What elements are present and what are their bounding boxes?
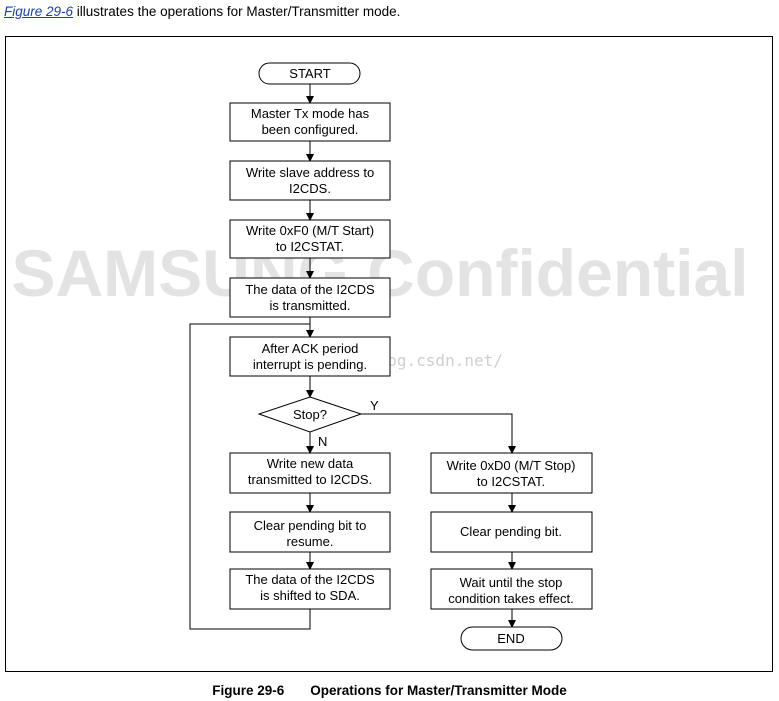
svg-text:Clear pending bit.: Clear pending bit.	[460, 524, 562, 539]
step-text-line: is transmitted.	[270, 298, 351, 313]
step-text-line: transmitted to I2CDS.	[248, 472, 372, 487]
step-write-stop: Write 0xD0 (M/T Stop)to I2CSTAT.	[430, 452, 593, 494]
decision-stop: Stop?	[257, 396, 363, 433]
figure-frame	[5, 36, 773, 672]
step-clear-pending: Clear pending bit.	[430, 511, 593, 553]
step-text-line: The data of the I2CDS	[245, 572, 375, 587]
connector-lines	[189, 84, 516, 630]
step-text-line: After ACK period	[262, 341, 359, 356]
step-text-line: Clear pending bit.	[460, 524, 562, 539]
svg-text:Write 0xF0 (M/T Start)to I2CST: Write 0xF0 (M/T Start)to I2CSTAT.	[246, 223, 374, 254]
step-text-line: I2CDS.	[289, 181, 331, 196]
step-text-line: been configured.	[262, 122, 359, 137]
yes-label: Y	[370, 398, 379, 413]
step-text-line: Wait until the stop	[460, 575, 563, 590]
end-label: END	[497, 631, 524, 646]
no-label: N	[318, 434, 327, 449]
step-text-line: Write 0xD0 (M/T Stop)	[447, 458, 576, 473]
step-text-line: Write slave address to	[246, 165, 374, 180]
figure-reference-link[interactable]: Figure 29-6	[4, 4, 74, 19]
step-text-line: The data of the I2CDS	[245, 282, 375, 297]
decision-label: Stop?	[293, 407, 327, 422]
step-write-start: Write 0xF0 (M/T Start)to I2CSTAT.	[229, 219, 391, 259]
end-terminal: END	[460, 626, 563, 651]
start-label: START	[289, 66, 330, 81]
svg-text:Write 0xD0 (M/T Stop)to I2CSTA: Write 0xD0 (M/T Stop)to I2CSTAT.	[447, 458, 576, 489]
intro-sentence: Figure 29-6 illustrates the operations f…	[4, 4, 400, 20]
step-text-line: Clear pending bit to	[254, 518, 367, 533]
start-terminal: START	[258, 62, 361, 85]
intro-text: illustrates the operations for Master/Tr…	[73, 4, 401, 19]
step-text-line: Write new data	[267, 456, 354, 471]
step-text-line: resume.	[287, 534, 334, 549]
step-text-line: Write 0xF0 (M/T Start)	[246, 223, 374, 238]
step-text-line: to I2CSTAT.	[276, 239, 344, 254]
watermark-url: blog.csdn.net/	[368, 351, 503, 370]
step-text-line: to I2CSTAT.	[477, 474, 545, 489]
step-text-line: condition takes effect.	[448, 591, 574, 606]
caption-number: Figure 29-6	[212, 683, 285, 698]
step-text-line: interrupt is pending.	[253, 357, 367, 372]
caption-title: Operations for Master/Transmitter Mode	[310, 683, 567, 698]
step-text-line: Master Tx mode has	[251, 106, 370, 121]
figure-caption: Figure 29-6 Operations for Master/Transmi…	[0, 683, 779, 698]
step-text-line: is shifted to SDA.	[260, 588, 360, 603]
